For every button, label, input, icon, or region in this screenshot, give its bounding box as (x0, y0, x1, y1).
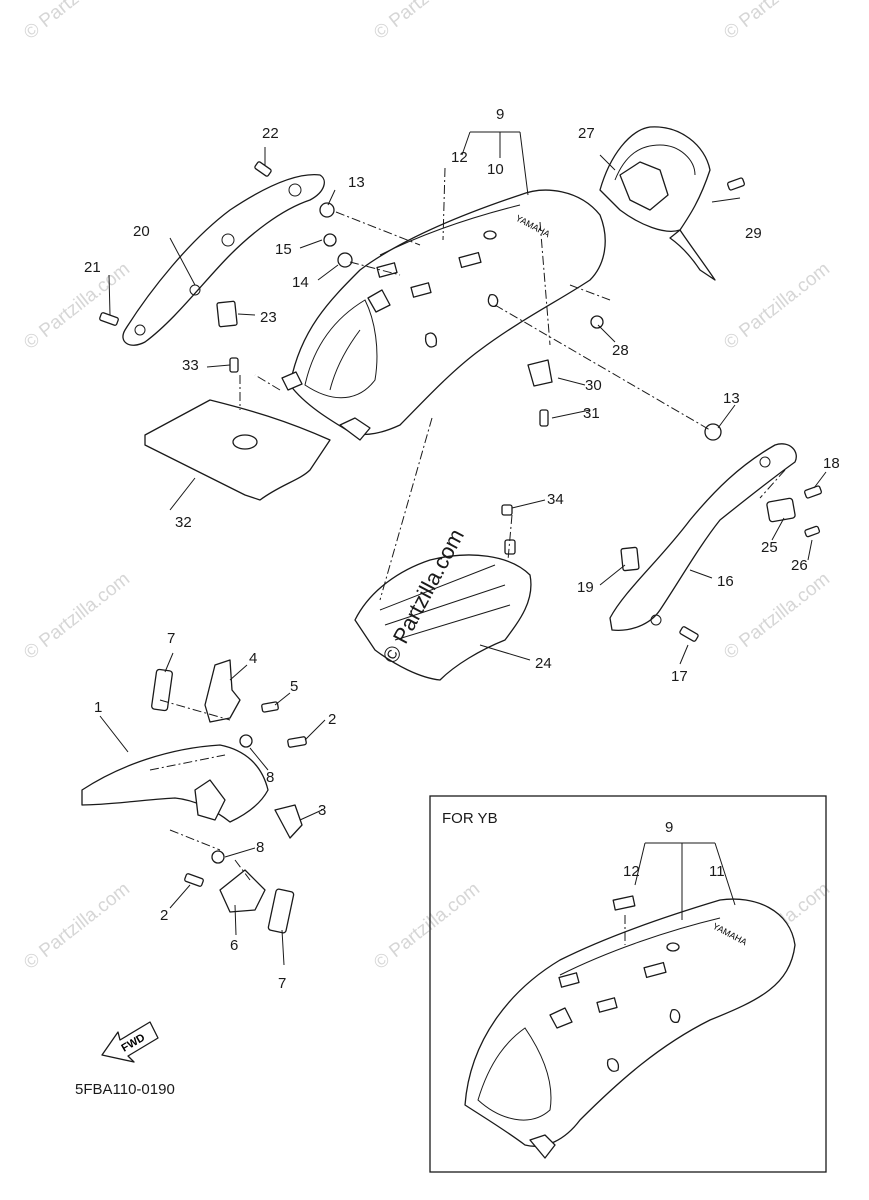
callout-2b: 2 (160, 907, 168, 924)
callout-34: 34 (547, 491, 564, 508)
callout-2: 2 (328, 711, 336, 728)
callout-16: 16 (717, 573, 734, 590)
callout-15: 15 (275, 241, 292, 258)
watermark-layer: © Partzilla.com © Partzilla.com © Partzi… (20, 0, 834, 974)
watermark: © Partzilla.com (720, 259, 834, 354)
inset-callout-11: 11 (709, 863, 725, 880)
callout-6: 6 (230, 937, 238, 954)
small-parts (151, 202, 796, 934)
bracket-6 (219, 869, 266, 913)
callout-29: 29 (745, 225, 762, 242)
callout-20: 20 (133, 223, 150, 240)
callout-5: 5 (290, 678, 298, 695)
callout-7b: 7 (278, 975, 286, 992)
watermark: © Partzilla.com (370, 879, 484, 974)
callout-28: 28 (612, 342, 629, 359)
callout-9: 9 (496, 106, 504, 123)
inset-callout-12: 12 (623, 863, 640, 880)
callout-24: 24 (535, 655, 552, 672)
diagram-code: 5FBA110-0190 (75, 1081, 175, 1098)
rear-stay-right (609, 443, 797, 631)
watermark: © Partzilla.com (20, 0, 134, 44)
inset-title: FOR YB (442, 810, 498, 827)
bracket-4 (204, 659, 241, 723)
watermark: © Partzilla.com (20, 879, 134, 974)
callout-3: 3 (318, 802, 326, 819)
callout-13b: 13 (723, 390, 740, 407)
callout-8b: 8 (256, 839, 264, 856)
callout-33: 33 (182, 357, 199, 374)
leader-lines (99, 131, 827, 966)
inset-callout-9: 9 (665, 819, 673, 836)
watermark: © Partzilla.com (370, 0, 484, 44)
callout-32: 32 (175, 514, 192, 531)
callout-26: 26 (791, 557, 808, 574)
callouts: 9 12 10 27 29 22 13 15 14 20 21 23 33 32… (84, 106, 840, 992)
watermark: © Partzilla.com (20, 569, 134, 664)
callout-19: 19 (577, 579, 594, 596)
watermark: © Partzilla.com (20, 259, 134, 354)
inset-for-yb: FOR YB YAMAHA 9 12 11 (429, 795, 827, 1173)
inner-fender (354, 554, 532, 681)
callout-8: 8 (266, 769, 274, 786)
callout-27: 27 (578, 125, 595, 142)
watermark: © Partzilla.com (720, 0, 834, 44)
callout-17: 17 (671, 668, 688, 685)
watermark: © Partzilla.com (720, 569, 834, 664)
front-fender (81, 744, 269, 823)
bolts (99, 161, 822, 887)
callout-13: 13 (348, 174, 365, 191)
callout-7: 7 (167, 630, 175, 647)
callout-1: 1 (94, 699, 102, 716)
callout-18: 18 (823, 455, 840, 472)
callout-4: 4 (249, 650, 257, 667)
mud-flap (144, 399, 331, 501)
callout-22: 22 (262, 125, 279, 142)
tail-light (599, 126, 716, 281)
callout-21: 21 (84, 259, 101, 276)
callout-30: 30 (585, 377, 602, 394)
rear-stay-left (122, 174, 325, 346)
callout-25: 25 (761, 539, 778, 556)
callout-10: 10 (487, 161, 504, 178)
callout-12: 12 (451, 149, 468, 166)
callout-14: 14 (292, 274, 309, 291)
callout-23: 23 (260, 309, 277, 326)
rear-fender: YAMAHA (281, 189, 606, 441)
callout-31: 31 (583, 405, 600, 422)
fwd-arrow-icon: FWD (101, 1021, 159, 1063)
